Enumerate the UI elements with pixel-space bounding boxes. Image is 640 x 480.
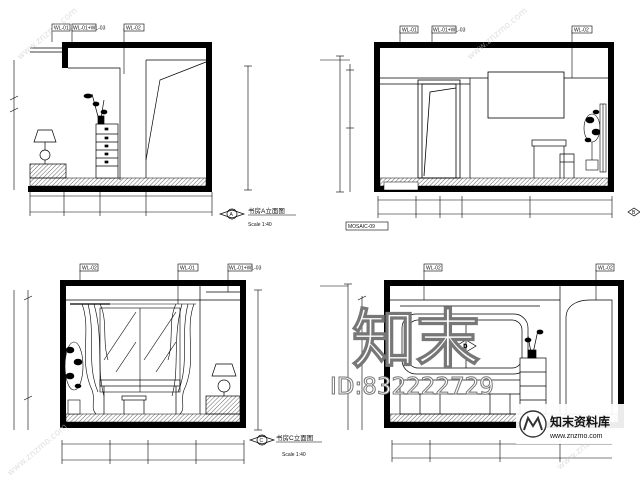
watermark-tile: www.znzmo.com	[466, 6, 530, 62]
callouts-b: WL-01 WL-01+WL-03 WL-02	[399, 25, 593, 78]
elevation-symbol-text: C	[260, 438, 264, 444]
svg-text:MOSAIC-09: MOSAIC-09	[348, 224, 375, 230]
callout-tag: WL-02	[595, 263, 615, 300]
svg-text:WL-02: WL-02	[574, 28, 589, 34]
side-table-lamp-a	[29, 129, 67, 179]
elevation-title-label: 书房C立面图	[276, 433, 313, 442]
side-table-lamp-c	[205, 363, 241, 415]
plant-a	[83, 93, 108, 125]
chest-of-drawers-a	[95, 123, 119, 179]
callout-tag: WL-01+WL-03	[227, 263, 262, 292]
callouts-c: WL-02 WL-01 WL-01+WL-03	[79, 263, 262, 304]
watermark-id-text: ID:832222729	[330, 374, 494, 400]
dimension-lines-a	[9, 60, 252, 216]
callout-tag: WL-02	[123, 23, 145, 74]
elevation-title-label: 书房A立面图	[248, 206, 285, 215]
svg-text:WL-01: WL-01	[402, 28, 417, 34]
elevation-scale-text: Scale 1:40	[248, 222, 272, 228]
svg-text:WL-01+WL-03: WL-01+WL-03	[433, 28, 466, 34]
callout-tag: WL-02	[423, 263, 443, 300]
plant-c	[64, 341, 84, 415]
elevation-symbol-text: A	[230, 212, 234, 218]
svg-text:B: B	[632, 210, 636, 216]
desk-chair-c	[99, 379, 181, 414]
svg-text:WL-02: WL-02	[426, 266, 441, 272]
svg-text:WL-02: WL-02	[598, 266, 613, 272]
svg-text:WL-02: WL-02	[126, 26, 141, 32]
watermark-tile: www.znzmo.com	[6, 422, 70, 478]
svg-text:WL-01: WL-01	[54, 26, 69, 32]
callout-tag: WL-01+WL-03	[71, 23, 106, 42]
elevation-symbol-text: D	[464, 344, 468, 350]
section-tag-b: MOSAIC-09	[345, 221, 389, 231]
dimension-lines-d	[320, 283, 612, 462]
window-curtains-c	[70, 303, 196, 415]
svg-text:WL-01: WL-01	[180, 266, 195, 272]
artwork-frame-b	[487, 71, 565, 119]
callout-tag: WL-01+WL-03	[431, 25, 466, 42]
elevation-scale-text: Scale 1:40	[282, 452, 306, 458]
watermark-big-text: 知末	[352, 304, 480, 378]
elevation-panel-a: WL-01 WL-01+WL-03 WL-02 A 书房A立面图 Scale 1…	[9, 23, 296, 228]
dimension-lines-c	[13, 289, 262, 464]
callout-tag: WL-01	[51, 23, 71, 42]
callout-tag: WL-01	[399, 25, 419, 42]
callout-tag: WL-02	[79, 263, 99, 280]
dimension-lines-b	[320, 55, 613, 218]
brand-url: www.znzmo.com	[549, 433, 603, 440]
plant-b	[583, 103, 607, 173]
svg-text:WL-01+WL-03: WL-01+WL-03	[229, 266, 262, 272]
elevation-symbol-b: B	[627, 207, 640, 217]
callout-tag: WL-02	[571, 25, 593, 78]
elevation-panel-b: WL-01 WL-01+WL-03 WL-02 MOSAIC-09 B	[320, 25, 640, 231]
watermark-tile: www.znzmo.com	[16, 6, 80, 62]
chest-plant-d	[519, 329, 547, 415]
svg-text:WL-01+WL-03: WL-01+WL-03	[73, 26, 106, 32]
callout-tag: WL-01	[177, 263, 199, 304]
elevation-title-c: C 书房C立面图 Scale 1:40	[248, 433, 322, 458]
znzmo-logo-icon	[519, 410, 547, 438]
brand-badge: 知末资料库 www.znzmo.com	[516, 404, 640, 444]
bed-headboard-d: D	[399, 313, 531, 415]
elevation-panel-d: D WL-02	[320, 263, 624, 462]
callouts-d: WL-02 WL-02	[423, 263, 615, 300]
elevation-title-a: A 书房A立面图 Scale 1:40	[218, 206, 296, 228]
callouts-a: WL-01 WL-01+WL-03 WL-02	[51, 23, 145, 74]
elevation-panel-c: WL-02 WL-01 WL-01+WL-03 C 书房C立面图 Scale 1…	[13, 263, 322, 464]
door-b	[417, 79, 461, 179]
desk-chair-b	[531, 139, 575, 178]
svg-text:WL-02: WL-02	[82, 266, 97, 272]
brand-name: 知末资料库	[549, 414, 610, 429]
